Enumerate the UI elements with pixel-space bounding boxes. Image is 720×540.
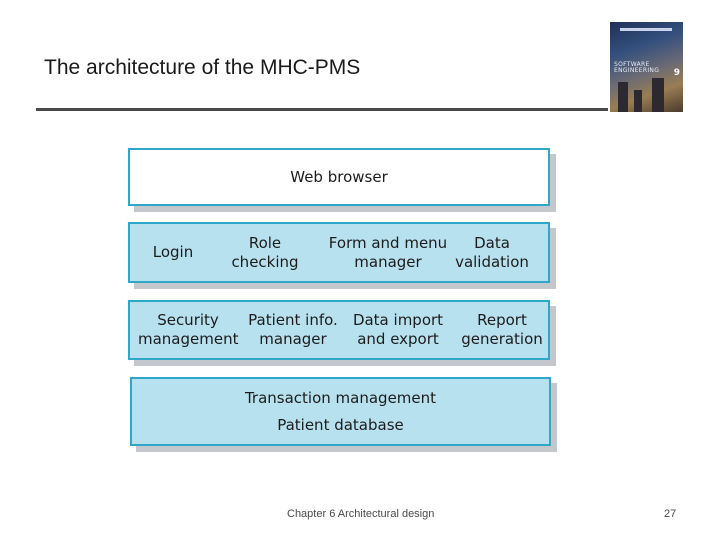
cover-building bbox=[634, 90, 642, 112]
cover-title: SOFTWARE ENGINEERING bbox=[614, 61, 660, 74]
slide-title: The architecture of the MHC-PMS bbox=[44, 56, 361, 79]
cover-edition: 9 bbox=[673, 68, 680, 78]
layer-database: Transaction management Patient database bbox=[130, 377, 551, 446]
layer-ui-item-role-checking: Role checking bbox=[231, 233, 299, 271]
layer-services-item-data-import: Data import and export bbox=[352, 311, 444, 348]
cover-banner bbox=[620, 28, 672, 31]
cover-building bbox=[618, 82, 628, 112]
layer-ui-item-form-menu-manager: Form and menu manager bbox=[328, 233, 448, 271]
layer-web-browser-label: Web browser bbox=[290, 167, 388, 186]
footer-chapter: Chapter 6 Architectural design bbox=[287, 508, 435, 520]
layer-services-item-security: Security management bbox=[138, 311, 239, 348]
layer-services-item-patient-info: Patient info. manager bbox=[248, 311, 338, 348]
book-cover-image: SOFTWARE ENGINEERING 9 bbox=[610, 22, 683, 112]
layer-ui: Login Role checking Form and menu manage… bbox=[128, 222, 550, 283]
layer-services: Security management Patient info. manage… bbox=[128, 300, 550, 360]
title-divider bbox=[36, 108, 608, 111]
layer-database-transaction-label: Transaction management bbox=[244, 388, 437, 407]
layer-ui-item-login: Login bbox=[152, 243, 194, 261]
footer-page-number: 27 bbox=[664, 508, 677, 520]
layer-database-patient-label: Patient database bbox=[277, 415, 404, 434]
layer-services-item-report: Report generation bbox=[461, 311, 543, 348]
layer-ui-item-data-validation: Data validation bbox=[455, 233, 529, 271]
cover-building bbox=[652, 78, 664, 112]
layer-web-browser: Web browser bbox=[128, 148, 550, 206]
